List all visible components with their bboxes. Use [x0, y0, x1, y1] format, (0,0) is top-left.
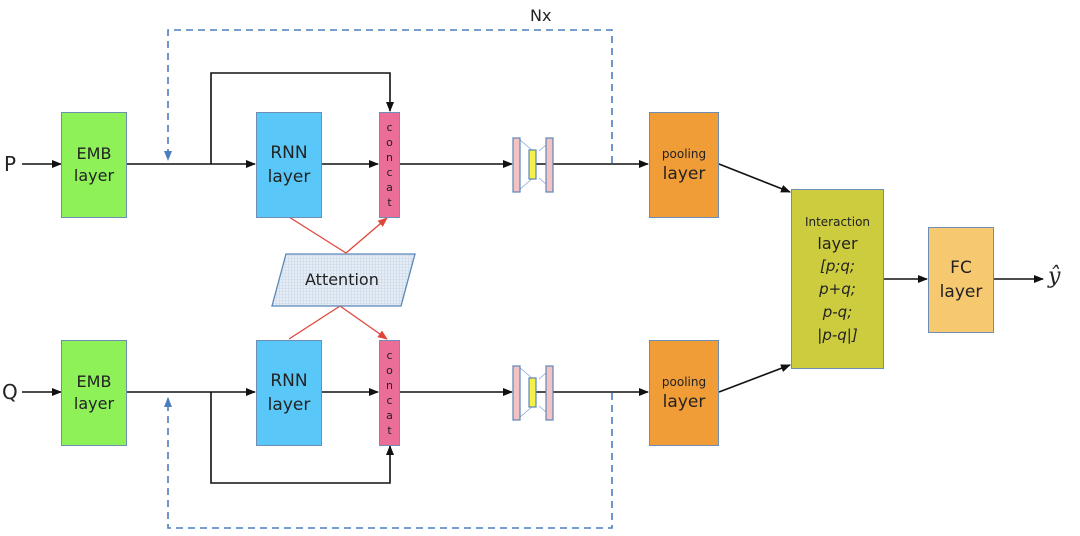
interaction-op: p-q; [822, 302, 853, 321]
interaction-op: p+q; [819, 279, 856, 298]
concat-letter: t [387, 196, 392, 209]
pooling-layer-p: pooling layer [649, 112, 719, 218]
fc-layer: FC layer [928, 227, 994, 333]
rnn-label-line1: RNN [270, 143, 308, 163]
rnn-label-line2: layer [267, 395, 311, 415]
concat-letter: t [387, 424, 392, 437]
attention-edge-concat-p [345, 217, 388, 254]
fc-label-line1: FC [950, 258, 972, 278]
edge-pool-inter-q [718, 364, 791, 393]
pooling-layer-q: pooling layer [649, 340, 719, 446]
attention-label: Attention [305, 270, 379, 289]
interaction-title: Interaction [804, 214, 871, 229]
concat-letter: c [386, 166, 393, 179]
rnn-label-line2: layer [267, 167, 311, 187]
repeat-loop-top [164, 29, 613, 163]
rnn-layer-q: RNN layer [256, 340, 322, 446]
output-label: ŷ [1048, 264, 1061, 289]
pooling-label-line2: layer [662, 392, 706, 412]
attention-edge-concat-q [339, 305, 388, 340]
concat-letter: c [386, 394, 393, 407]
autoencoder-glyph-p [512, 137, 554, 193]
edge-skip-p [210, 72, 394, 164]
fc-label-line2: layer [939, 282, 983, 302]
emb-layer-q: EMB layer [61, 340, 127, 446]
concat-p: c o n c a t [379, 112, 400, 218]
pooling-label-line1: pooling [661, 147, 707, 161]
pooling-label-line2: layer [662, 164, 706, 184]
interaction-layer: Interaction layer [p;q; p+q; p-q; |p-q|] [791, 189, 884, 369]
attention-edge-rnn-q [288, 305, 341, 340]
interaction-op: [p;q; [819, 256, 855, 275]
concat-letter: n [386, 151, 393, 164]
interaction-subtitle: layer [817, 233, 858, 253]
concat-letter: a [386, 181, 393, 194]
autoencoder-glyph-q [512, 365, 554, 421]
concat-letter: c [386, 121, 393, 134]
repeat-label: Nx [530, 6, 552, 25]
interaction-op: |p-q|] [817, 325, 858, 344]
input-q-label: Q [2, 380, 18, 404]
input-p-label: P [4, 152, 17, 176]
concat-letter: o [386, 364, 393, 377]
rnn-layer-p: RNN layer [256, 112, 322, 218]
concat-letter: n [386, 379, 393, 392]
emb-label-line2: layer [73, 394, 115, 413]
emb-label-line1: EMB [76, 144, 112, 163]
concat-letter: o [386, 136, 393, 149]
concat-letter: c [386, 349, 393, 362]
concat-q: c o n c a t [379, 340, 400, 446]
attention-block [271, 253, 416, 307]
emb-label-line2: layer [73, 166, 115, 185]
edge-pool-inter-p [718, 163, 791, 193]
pooling-label-line1: pooling [661, 375, 707, 389]
attention-edge-rnn-p [288, 216, 347, 254]
concat-letter: a [386, 409, 393, 422]
emb-label-line1: EMB [76, 372, 112, 391]
edge-skip-q [210, 392, 394, 484]
emb-layer-p: EMB layer [61, 112, 127, 218]
rnn-label-line1: RNN [270, 371, 308, 391]
